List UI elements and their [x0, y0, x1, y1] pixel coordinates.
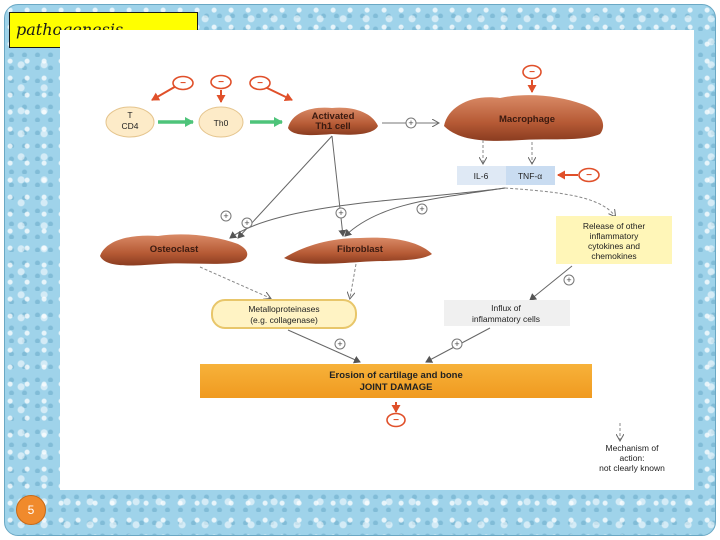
inhibit-symbol: −: [257, 78, 263, 89]
tnf-box: TNF-α: [506, 166, 555, 185]
th0-cell: Th0: [198, 106, 244, 138]
stimulate-marker-release-influx: +: [563, 274, 575, 286]
metalloproteinases-box: Metalloproteinases (e.g. collagenase): [211, 299, 357, 329]
fibroblast-label: Fibroblast: [337, 244, 384, 255]
inhibit-symbol: −: [529, 67, 535, 78]
stimulate-marker-influx-erosion: +: [451, 338, 463, 350]
arrow-osteoclast-to-metallo: [199, 266, 270, 298]
arrow-fibroblast-to-metallo: [350, 263, 357, 298]
inhibit-marker-th1: −: [249, 75, 293, 102]
erosion-line2: JOINT DAMAGE: [360, 382, 433, 393]
stimulate-marker-th1-macrophage: +: [405, 117, 417, 129]
arrow-metallo-to-erosion: [287, 329, 361, 364]
inhibit-marker-tnf: −: [557, 167, 600, 183]
arrow-release-to-influx: [529, 265, 573, 301]
inhibit-marker-tcd4: −: [151, 75, 194, 101]
arrow-th1-to-osteoclast: [237, 135, 333, 239]
metallo-line2: (e.g. collagenase): [250, 315, 318, 325]
stimulate-marker-th1-osteoclast: +: [241, 217, 253, 229]
legend: Mechanism of action: not clearly known: [599, 423, 665, 473]
inhibit-symbol: −: [586, 170, 592, 181]
influx-line1: Influx of: [491, 303, 521, 313]
stimulate-symbol: +: [337, 339, 342, 349]
stimulate-symbol: +: [454, 339, 459, 349]
diagram-panel: − − − − − − T C: [60, 30, 694, 490]
arrow-tnf-to-osteoclast: [229, 187, 506, 239]
metallo-line1: Metalloproteinases: [248, 304, 319, 314]
inhibit-symbol: −: [393, 415, 399, 426]
inhibit-marker-joint: −: [386, 402, 406, 428]
th1-label-line2: Th1 cell: [315, 121, 350, 132]
osteoclast-cell: Osteoclast: [100, 234, 248, 266]
release-line2: inflammatory: [590, 231, 639, 241]
stimulate-symbol: +: [566, 275, 571, 285]
release-cytokines-box: Release of other inflammatory cytokines …: [556, 216, 672, 264]
legend-line2: action:: [619, 453, 644, 463]
activated-th1-cell: Activated Th1 cell: [288, 107, 378, 136]
stimulate-marker-fibroblast: +: [416, 203, 428, 215]
pathogenesis-diagram: − − − − − − T C: [100, 64, 672, 473]
release-line4: chemokines: [591, 251, 636, 261]
joint-damage-box: Erosion of cartilage and bone JOINT DAMA…: [200, 364, 592, 398]
arrow-th1-to-fibroblast: [331, 135, 347, 237]
erosion-line1: Erosion of cartilage and bone: [329, 370, 463, 381]
inhibit-symbol: −: [218, 77, 224, 88]
th1-label-line1: Activated: [312, 111, 355, 122]
t-cd4-label-top: T: [127, 110, 132, 120]
legend-line3: not clearly known: [599, 463, 665, 473]
th0-label: Th0: [214, 118, 229, 128]
arrow-tnf-to-fibroblast: [344, 187, 506, 237]
il6-label: IL-6: [474, 171, 489, 181]
tnf-label: TNF-α: [518, 171, 542, 181]
stimulate-symbol: +: [419, 204, 424, 214]
fibroblast-cell: Fibroblast: [284, 237, 432, 264]
release-line1: Release of other: [583, 221, 646, 231]
osteoclast-label: Osteoclast: [150, 244, 199, 255]
slide-number: 5: [16, 495, 46, 525]
stimulate-marker-th1-fibroblast: +: [335, 207, 347, 219]
macrophage-label: Macrophage: [499, 114, 555, 125]
legend-line1: Mechanism of: [606, 443, 660, 453]
inhibit-marker-macrophage: −: [522, 64, 542, 93]
stimulate-marker-osteoclast: +: [220, 210, 232, 222]
stimulate-symbol: +: [244, 218, 249, 228]
stimulate-symbol: +: [408, 118, 413, 128]
inhibit-symbol: −: [180, 78, 186, 89]
stimulate-symbol: +: [223, 211, 228, 221]
il6-box: IL-6: [457, 166, 506, 185]
arrow-tnf-to-release: [504, 187, 615, 216]
stimulate-marker-metallo-erosion: +: [334, 338, 346, 350]
influx-box: Influx of inflammatory cells: [444, 300, 570, 326]
t-cd4-cell: T CD4: [105, 106, 155, 138]
inhibit-marker-th0: −: [210, 74, 232, 103]
stimulate-symbol: +: [338, 208, 343, 218]
macrophage-cell: Macrophage: [444, 95, 604, 141]
release-line3: cytokines and: [588, 241, 640, 251]
t-cd4-label-bottom: CD4: [121, 121, 138, 131]
influx-line2: inflammatory cells: [472, 314, 540, 324]
